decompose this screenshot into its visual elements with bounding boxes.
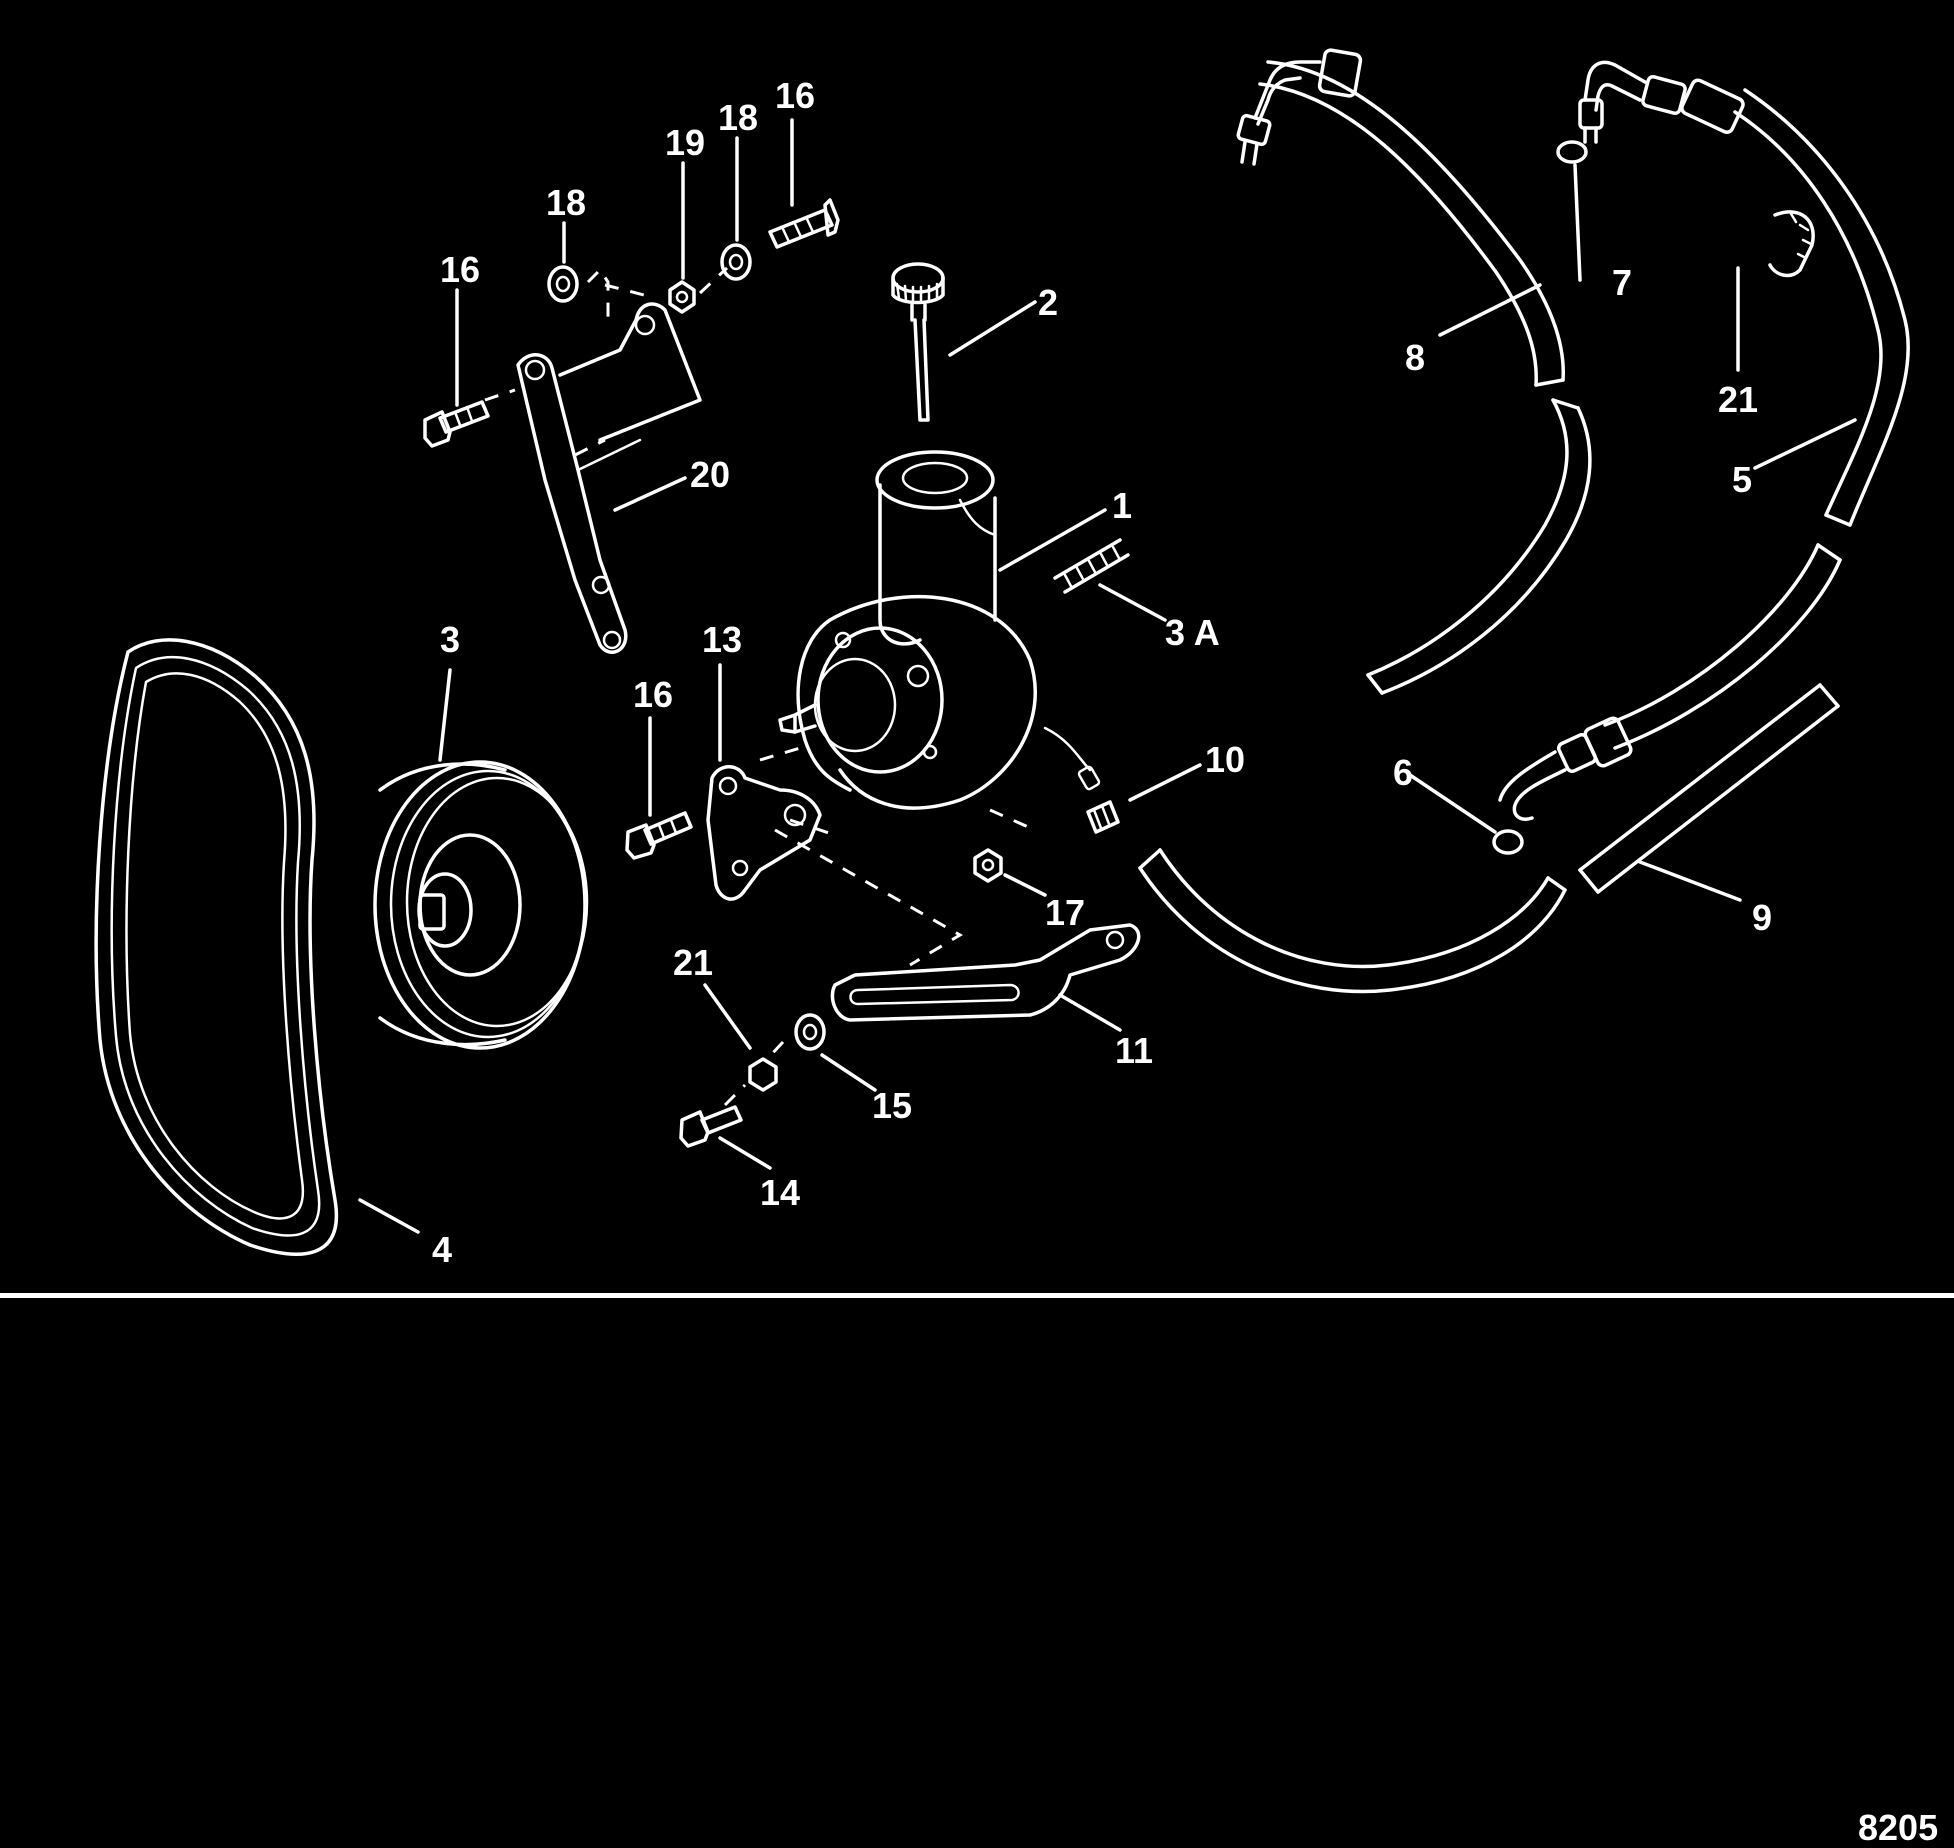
callout-15: 15: [872, 1085, 912, 1126]
callout-3: 3: [440, 619, 460, 660]
callout-14: 14: [760, 1172, 800, 1213]
callout-2: 2: [1038, 282, 1058, 323]
washer-18-right: [720, 243, 752, 281]
callout-18-right: 18: [718, 97, 758, 138]
callout-5: 5: [1732, 459, 1752, 500]
leader-lines: [358, 118, 1857, 1234]
callout-19: 19: [665, 122, 705, 163]
front-bracket: [706, 765, 822, 901]
pump-stud: [1053, 538, 1130, 594]
nut-19: [668, 280, 696, 314]
callout-7: 7: [1612, 262, 1632, 303]
callout-17: 17: [1045, 892, 1085, 933]
nut-17: [973, 848, 1003, 883]
clamp-21: [1768, 210, 1815, 278]
adjusting-brace: [830, 923, 1141, 1022]
washer-18-left: [547, 265, 579, 303]
hose-8: [1236, 48, 1592, 695]
callout-20: 20: [690, 454, 730, 495]
o-ring-6: [1492, 829, 1524, 855]
callout-labels: 1 2 3 3 A 4 5 6 7 8 9 10 11 13 14 15 16 …: [432, 75, 1772, 1270]
callout-3a: 3 A: [1165, 612, 1220, 653]
rear-bracket: [516, 302, 702, 654]
callout-18-left: 18: [546, 182, 586, 223]
callout-10: 10: [1205, 739, 1245, 780]
o-ring-7: [1556, 140, 1588, 164]
bolt-16-left: [423, 400, 490, 448]
callout-21-left: 21: [673, 942, 713, 983]
hose-9: [1138, 683, 1840, 994]
bolt-16-mid: [625, 811, 693, 860]
fitting-10: [1086, 800, 1120, 834]
bolt-16-top: [768, 198, 840, 249]
dipstick-cap: [891, 262, 945, 422]
callout-13: 13: [702, 619, 742, 660]
callout-8: 8: [1405, 337, 1425, 378]
callout-4: 4: [432, 1229, 452, 1270]
figure-number: 8205: [1858, 1807, 1938, 1848]
callout-11: 11: [1115, 1030, 1153, 1071]
callout-6: 6: [1393, 752, 1413, 793]
bolt-14: [679, 1105, 743, 1148]
callout-21-right: 21: [1718, 379, 1758, 420]
callout-1: 1: [1112, 485, 1132, 526]
callout-16-left: 16: [440, 249, 480, 290]
drive-belt: [94, 638, 339, 1256]
callout-16-mid: 16: [633, 674, 673, 715]
callout-9: 9: [1752, 897, 1772, 938]
power-steering-pump: [778, 450, 1101, 810]
nut-21: [748, 1057, 778, 1092]
separator-line: [0, 1293, 1954, 1298]
washer-15: [794, 1013, 826, 1051]
alignment-lines: [484, 266, 1036, 1107]
hose-5: [1498, 60, 1910, 821]
callout-16-top: 16: [775, 75, 815, 116]
pulley: [373, 760, 589, 1050]
